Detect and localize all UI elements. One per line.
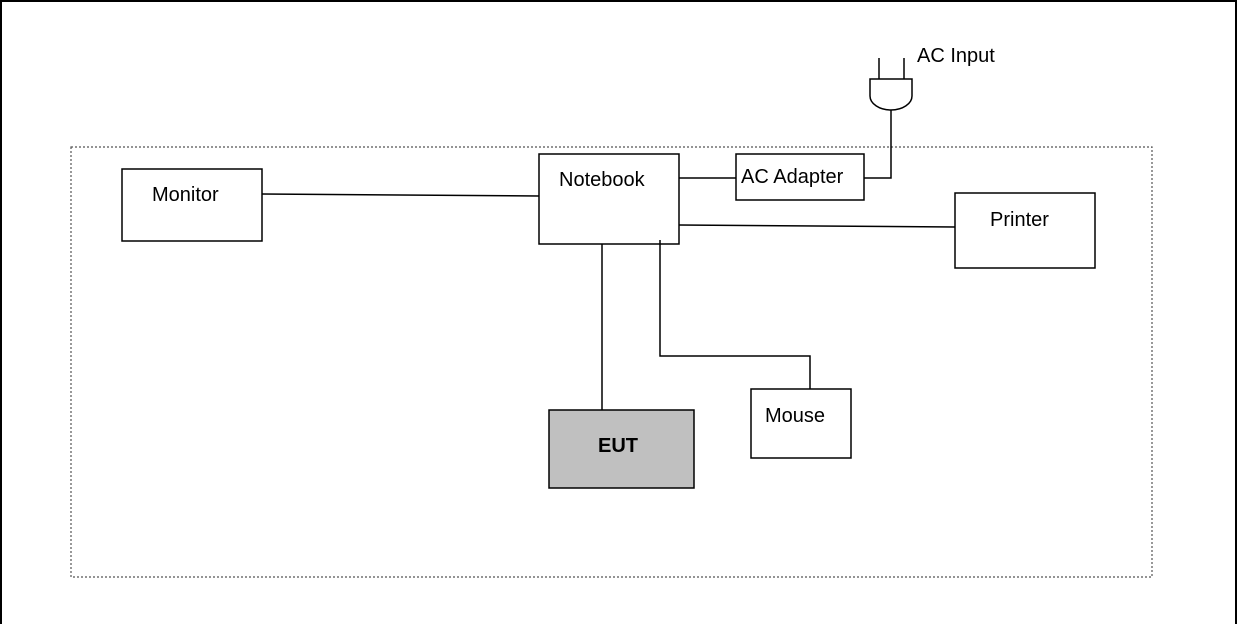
- ac-adapter-box: [735, 153, 865, 201]
- mouse-label: Mouse: [765, 405, 826, 427]
- notebook-box: [538, 153, 680, 245]
- mouse-box: [750, 388, 852, 459]
- printer-box: [954, 192, 1096, 269]
- test-setup-boundary: [70, 146, 1153, 578]
- eut-box: [548, 409, 695, 489]
- ac-adapter-label: AC Adapter: [741, 166, 844, 188]
- monitor-notebook-cable: [261, 193, 540, 197]
- monitor-box: [121, 168, 263, 242]
- notebook-mouse-cable: [659, 240, 811, 389]
- ac-plug-icon: [869, 58, 913, 111]
- printer-label: Printer: [990, 209, 1049, 231]
- eut-label: EUT: [598, 435, 638, 457]
- monitor-label: Monitor: [152, 184, 219, 206]
- notebook-label: Notebook: [559, 169, 645, 191]
- adapter-plug-cable: [864, 110, 892, 179]
- notebook-printer-cable: [678, 224, 956, 228]
- ac-input-label: AC Input: [917, 45, 995, 67]
